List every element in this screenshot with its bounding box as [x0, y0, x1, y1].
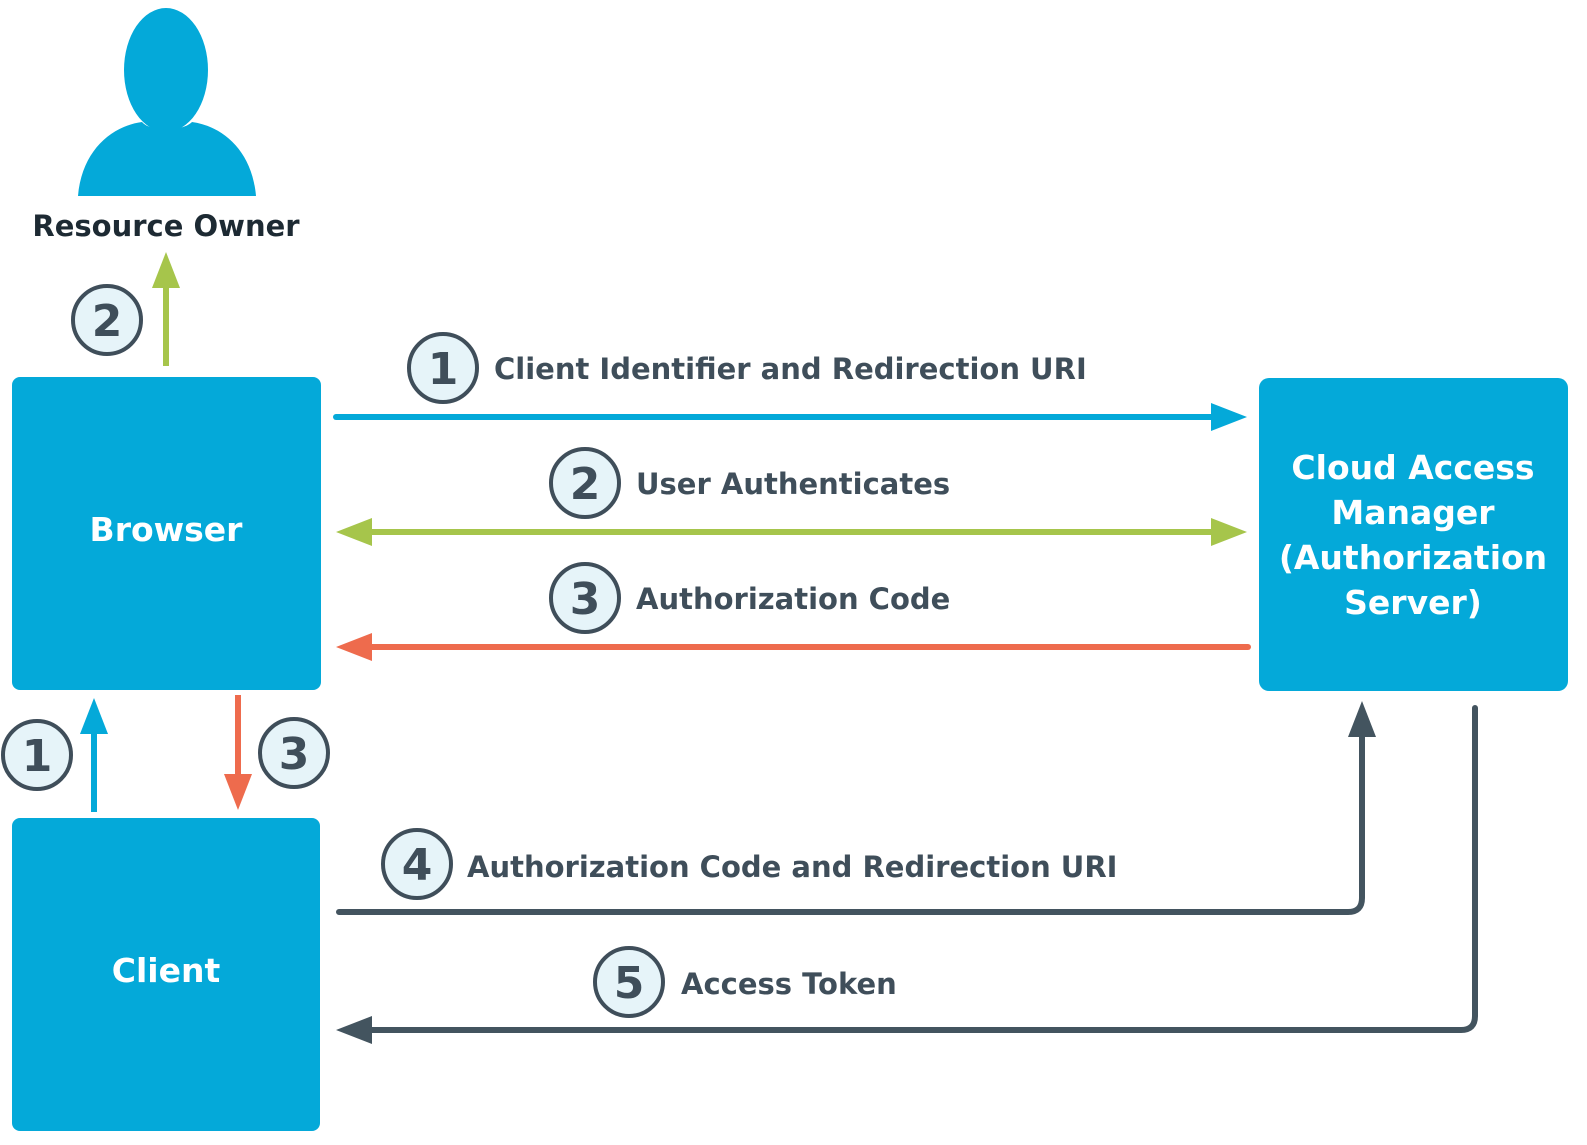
- badge-number: 3: [279, 729, 310, 780]
- flow-4-number: 4: [402, 840, 433, 891]
- arrow-flow-4: [336, 701, 1376, 915]
- server-label-line-1: Cloud Access: [1291, 448, 1534, 487]
- server-label-line-3: (Authorization: [1279, 538, 1547, 577]
- flow-5-label: Access Token: [681, 967, 897, 1001]
- flow-5-number: 5: [614, 958, 645, 1009]
- arrow-flow-3: [336, 633, 1251, 661]
- arrow-browser-to-owner: [152, 252, 180, 366]
- flow-5-label-group: 5 Access Token: [593, 946, 897, 1018]
- flow-4-label-group: 4 Authorization Code and Redirection URI: [381, 828, 1117, 900]
- flow-2-label-group: 2 User Authenticates: [549, 447, 950, 519]
- browser-node: Browser: [12, 377, 321, 690]
- person-icon: [78, 8, 256, 196]
- client-node: Client: [12, 818, 320, 1131]
- badge-client-to-browser: 1: [1, 719, 73, 791]
- badge-number: 1: [22, 731, 53, 782]
- arrow-browser-to-client: [224, 695, 252, 810]
- flow-4-label: Authorization Code and Redirection URI: [467, 850, 1117, 884]
- flow-3-number: 3: [570, 574, 601, 625]
- flow-3-label-group: 3 Authorization Code: [549, 562, 950, 634]
- client-label: Client: [112, 951, 221, 990]
- arrow-client-to-browser: [80, 698, 108, 812]
- arrow-flow-1: [333, 403, 1247, 431]
- server-label-line-4: Server): [1344, 583, 1482, 622]
- authorization-server-node: Cloud Access Manager (Authorization Serv…: [1259, 378, 1568, 691]
- badge-owner-browser: 2: [71, 284, 143, 356]
- flow-2-label: User Authenticates: [636, 467, 950, 501]
- server-label-line-2: Manager: [1331, 493, 1495, 532]
- resource-owner-label: Resource Owner: [32, 209, 300, 243]
- flow-1-label: Client Identifier and Redirection URI: [494, 352, 1087, 386]
- arrow-flow-5: [336, 705, 1478, 1044]
- badge-browser-to-client: 3: [258, 717, 330, 789]
- badge-number: 2: [92, 296, 123, 347]
- flow-3-label: Authorization Code: [636, 582, 950, 616]
- flow-1-label-group: 1 Client Identifier and Redirection URI: [407, 332, 1087, 404]
- flow-2-number: 2: [570, 459, 601, 510]
- arrow-flow-2: [336, 518, 1247, 546]
- browser-label: Browser: [90, 510, 244, 549]
- flow-1-number: 1: [428, 344, 459, 395]
